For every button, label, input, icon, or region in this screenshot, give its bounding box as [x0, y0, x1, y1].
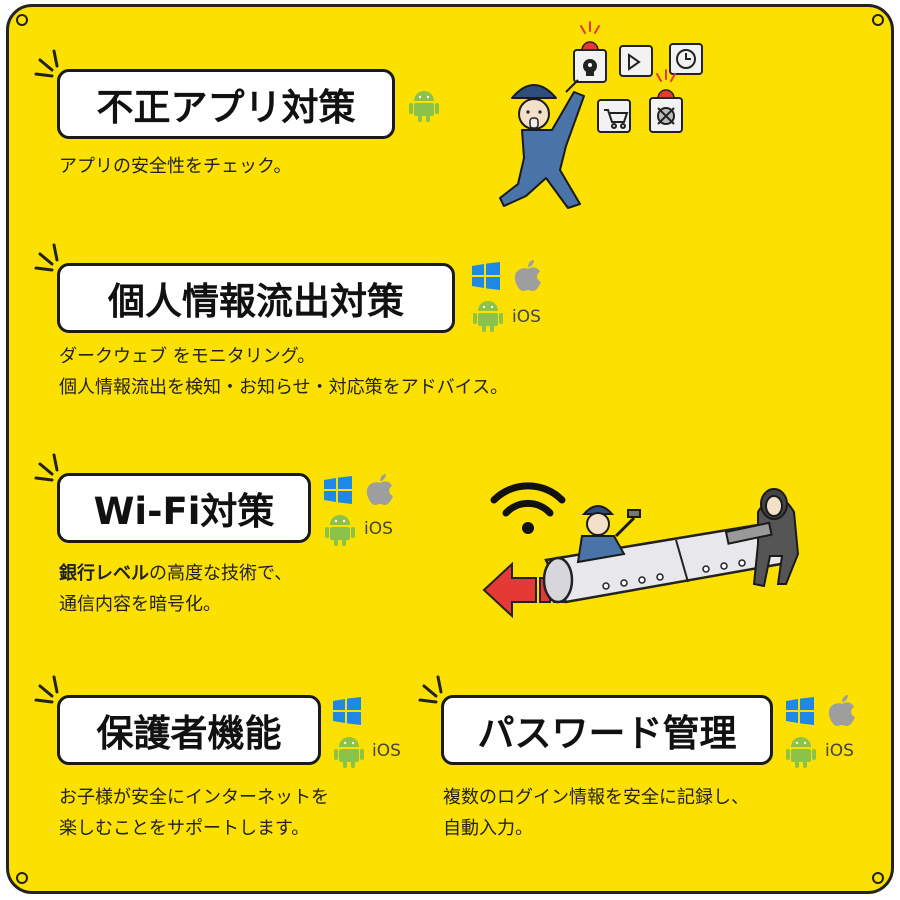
ios-label: iOS: [372, 741, 401, 761]
desc-line: お子様が安全にインターネットを: [59, 787, 329, 808]
android-icon: [473, 301, 503, 332]
desc-line: 銀行レベルの高度な技術で、: [59, 559, 292, 589]
rivet: [872, 14, 884, 26]
desc-emphasis: 銀行レベル: [59, 563, 149, 584]
desc-text: の高度な技術で、: [149, 563, 293, 584]
windows-icon: [324, 476, 352, 504]
windows-icon: [472, 262, 500, 290]
desc-line: 自動入力。: [443, 818, 533, 839]
ios-label: iOS: [512, 307, 541, 327]
spark-lines: [34, 675, 59, 704]
title-password-manager: パスワード管理: [441, 695, 773, 765]
title-parental-control: 保護者機能: [57, 695, 321, 765]
android-icon: [786, 737, 816, 768]
spark-lines: [34, 49, 59, 78]
rivet: [16, 14, 28, 26]
desc-unauthorized-apps: アプリの安全性をチェック。: [59, 156, 292, 177]
desc-line: 通信内容を暗号化。: [59, 594, 221, 615]
title-wifi: Wi-Fi対策: [57, 473, 311, 543]
desc-line: 楽しむことをサポートします。: [59, 818, 310, 839]
desc-line: 個人情報流出を検知・お知らせ・対応策をアドバイス。: [59, 377, 509, 398]
ios-label: iOS: [825, 741, 854, 761]
title-personal-info-leak: 個人情報流出対策: [57, 263, 455, 333]
windows-icon: [786, 697, 814, 725]
illustration-encrypted-pipe: [482, 482, 800, 619]
spark-lines: [34, 243, 59, 272]
android-icon: [409, 91, 439, 122]
desc-line: ダークウェブ をモニタリング。: [59, 346, 316, 367]
apple-icon: [514, 260, 541, 291]
android-icon: [334, 737, 364, 768]
apple-icon: [828, 695, 855, 726]
illustration-worker-threats: [499, 21, 703, 209]
windows-icon: [333, 697, 361, 725]
desc-line: 複数のログイン情報を安全に記録し、: [443, 787, 749, 808]
ios-label: iOS: [364, 519, 393, 539]
rivet: [16, 872, 28, 884]
spark-lines: [418, 675, 443, 704]
title-unauthorized-apps: 不正アプリ対策: [57, 69, 395, 139]
android-icon: [325, 515, 355, 546]
spark-lines: [34, 453, 59, 482]
apple-icon: [366, 474, 393, 505]
rivet: [872, 872, 884, 884]
